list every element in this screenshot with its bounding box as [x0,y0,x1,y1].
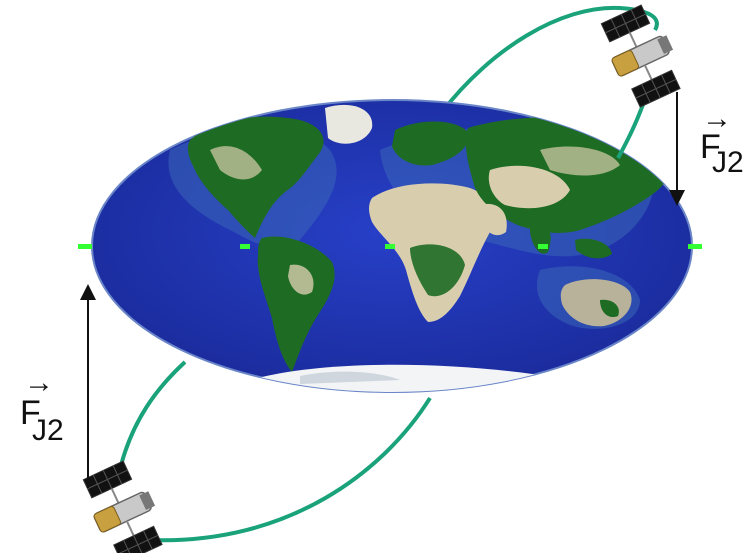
satellite-icon-lower [78,457,171,553]
force-label-lower: → F J2 [20,366,64,447]
force-label-upper: → F J2 [700,102,744,179]
earth-map [92,100,692,400]
satellite-icon-upper [596,1,689,110]
force-subscript-lower: J2 [32,414,64,447]
orbit-front-lower-right [150,398,430,540]
orbit-front-lower-left [118,362,185,478]
force-subscript-upper: J2 [712,146,744,179]
